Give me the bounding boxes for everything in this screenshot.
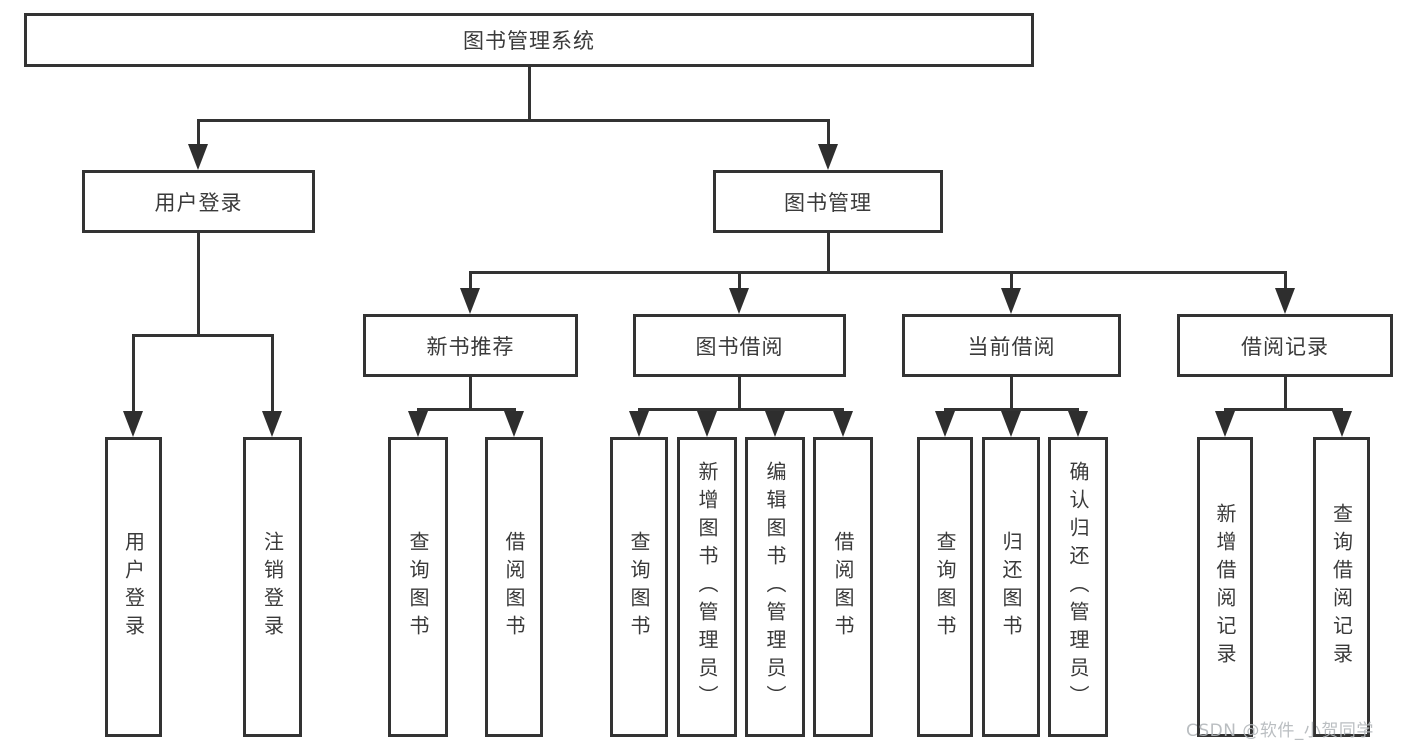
- node-borrowing-records: 借阅记录: [1177, 314, 1393, 377]
- connector-line: [738, 271, 741, 291]
- arrowhead-down-icon: [123, 411, 143, 437]
- connector-line: [132, 334, 135, 413]
- leaf-query-books-recommend: 查询图书: [388, 437, 448, 737]
- connector-line: [197, 119, 200, 147]
- leaf-confirm-return-admin: 确认归还（管理员）: [1048, 437, 1108, 737]
- connector-line: [1010, 377, 1013, 410]
- connector-line: [1224, 408, 1343, 411]
- node-new-book-recommendation: 新书推荐: [363, 314, 578, 377]
- leaf-label: 查询图书: [406, 531, 430, 643]
- arrowhead-down-icon: [1275, 288, 1295, 314]
- leaf-label: 查询借阅记录: [1329, 503, 1354, 671]
- leaf-label: 确认归还（管理员）: [1066, 461, 1090, 713]
- leaf-borrow-books-borrowing: 借阅图书: [813, 437, 873, 737]
- connector-line: [271, 334, 274, 413]
- connector-line: [417, 408, 516, 411]
- arrowhead-down-icon: [1068, 411, 1088, 437]
- connector-line: [469, 271, 472, 291]
- arrowhead-down-icon: [697, 411, 717, 437]
- connector-line: [197, 119, 830, 122]
- arrowhead-down-icon: [1001, 288, 1021, 314]
- watermark: CSDN @软件_小贺同学: [1186, 721, 1374, 741]
- arrowhead-down-icon: [1332, 411, 1352, 437]
- leaf-label: 编辑图书（管理员）: [763, 461, 787, 713]
- arrowhead-down-icon: [818, 144, 838, 170]
- leaf-logout: 注销登录: [243, 437, 302, 737]
- arrowhead-down-icon: [408, 411, 428, 437]
- arrowhead-down-icon: [188, 144, 208, 170]
- connector-line: [132, 334, 274, 337]
- arrowhead-down-icon: [460, 288, 480, 314]
- arrowhead-down-icon: [729, 288, 749, 314]
- arrowhead-down-icon: [833, 411, 853, 437]
- node-book-management: 图书管理: [713, 170, 943, 233]
- node-user-login: 用户登录: [82, 170, 315, 233]
- node-current-borrowing: 当前借阅: [902, 314, 1121, 377]
- leaf-query-borrow-record: 查询借阅记录: [1313, 437, 1370, 737]
- node-library-system: 图书管理系统: [24, 13, 1034, 67]
- connector-line: [1284, 377, 1287, 410]
- leaf-return-books: 归还图书: [982, 437, 1040, 737]
- leaf-add-borrow-record: 新增借阅记录: [1197, 437, 1253, 737]
- leaf-label: 查询图书: [627, 531, 651, 643]
- arrowhead-down-icon: [1215, 411, 1235, 437]
- leaf-borrow-books-recommend: 借阅图书: [485, 437, 543, 737]
- leaf-query-books-current: 查询图书: [917, 437, 973, 737]
- leaf-label: 新增图书（管理员）: [695, 461, 719, 713]
- connector-line: [944, 408, 1079, 411]
- connector-line: [827, 119, 830, 147]
- leaf-query-books-borrowing: 查询图书: [610, 437, 668, 737]
- leaf-edit-books-admin: 编辑图书（管理员）: [745, 437, 805, 737]
- leaf-label: 归还图书: [999, 531, 1023, 643]
- leaf-label: 注销登录: [260, 531, 285, 643]
- connector-line: [738, 377, 741, 410]
- arrowhead-down-icon: [765, 411, 785, 437]
- arrowhead-down-icon: [504, 411, 524, 437]
- arrowhead-down-icon: [1001, 411, 1021, 437]
- leaf-label: 用户登录: [121, 531, 146, 643]
- connector-line: [469, 271, 1286, 274]
- connector-line: [827, 233, 830, 273]
- leaf-label: 查询图书: [933, 531, 957, 643]
- connector-line: [638, 408, 844, 411]
- leaf-add-books-admin: 新增图书（管理员）: [677, 437, 737, 737]
- leaf-label: 借阅图书: [831, 531, 855, 643]
- leaf-label: 借阅图书: [502, 531, 526, 643]
- connector-line: [1010, 271, 1013, 291]
- leaf-user-login: 用户登录: [105, 437, 162, 737]
- connector-line: [528, 67, 531, 121]
- arrowhead-down-icon: [629, 411, 649, 437]
- leaf-label: 新增借阅记录: [1213, 503, 1237, 671]
- connector-line: [197, 233, 200, 336]
- connector-line: [1284, 271, 1287, 291]
- connector-line: [469, 377, 472, 410]
- node-book-borrowing: 图书借阅: [633, 314, 846, 377]
- arrowhead-down-icon: [935, 411, 955, 437]
- arrowhead-down-icon: [262, 411, 282, 437]
